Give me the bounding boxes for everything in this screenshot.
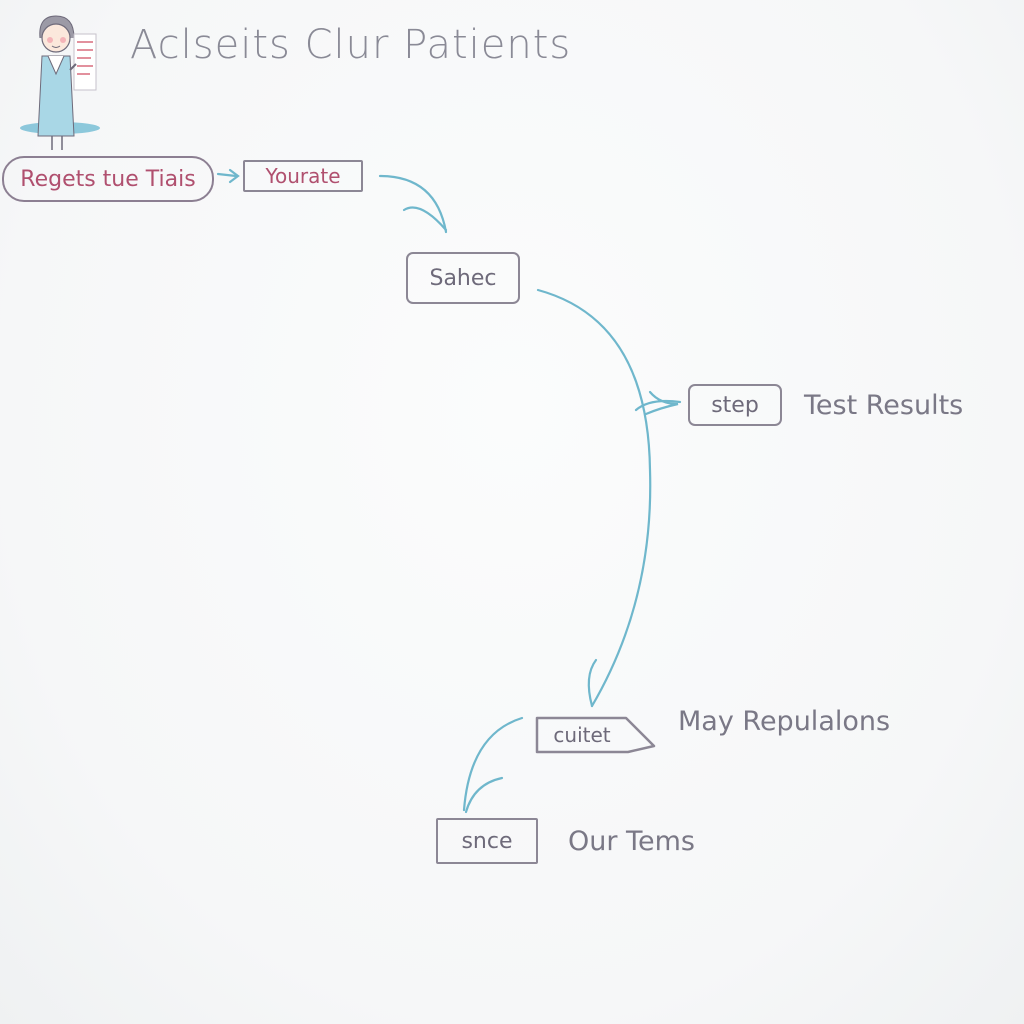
label-may-repulalons: May Repulalons	[678, 706, 891, 737]
label-test-results: Test Results	[804, 390, 964, 421]
node-step-label: step	[711, 392, 759, 418]
connector-step-branch	[634, 399, 682, 412]
connector-cuitet-to-snce	[462, 716, 524, 812]
diagram-title: Aclseits Clur Patients	[130, 22, 572, 68]
node-start-label: Regets tue Tiais	[20, 166, 196, 192]
connector-cuitet-arrowhead	[587, 658, 598, 708]
node-cuitet: cuitet	[540, 718, 624, 752]
connector-sahec-arrowhead	[402, 206, 448, 232]
connector-start-to-yourate	[216, 172, 238, 178]
connector-snce-arrowhead	[464, 776, 504, 814]
connector-step-arrowhead	[644, 390, 679, 416]
node-snce: snce	[436, 818, 538, 864]
doctor-illustration	[20, 15, 100, 150]
arrow-right-icon	[228, 168, 240, 184]
node-cuitet-label: cuitet	[553, 723, 611, 747]
node-start: Regets tue Tiais	[2, 156, 214, 202]
node-sahec-label: Sahec	[429, 265, 497, 291]
node-yourate-label: Yourate	[265, 164, 341, 188]
node-step: step	[688, 384, 782, 426]
connector-yourate-to-sahec	[378, 174, 448, 234]
node-snce-label: snce	[461, 828, 513, 854]
connector-sahec-down	[536, 288, 652, 708]
node-yourate: Yourate	[243, 160, 363, 192]
label-our-tems: Our Tems	[568, 826, 695, 857]
node-cuitet-shape	[535, 716, 656, 754]
node-sahec: Sahec	[406, 252, 520, 304]
